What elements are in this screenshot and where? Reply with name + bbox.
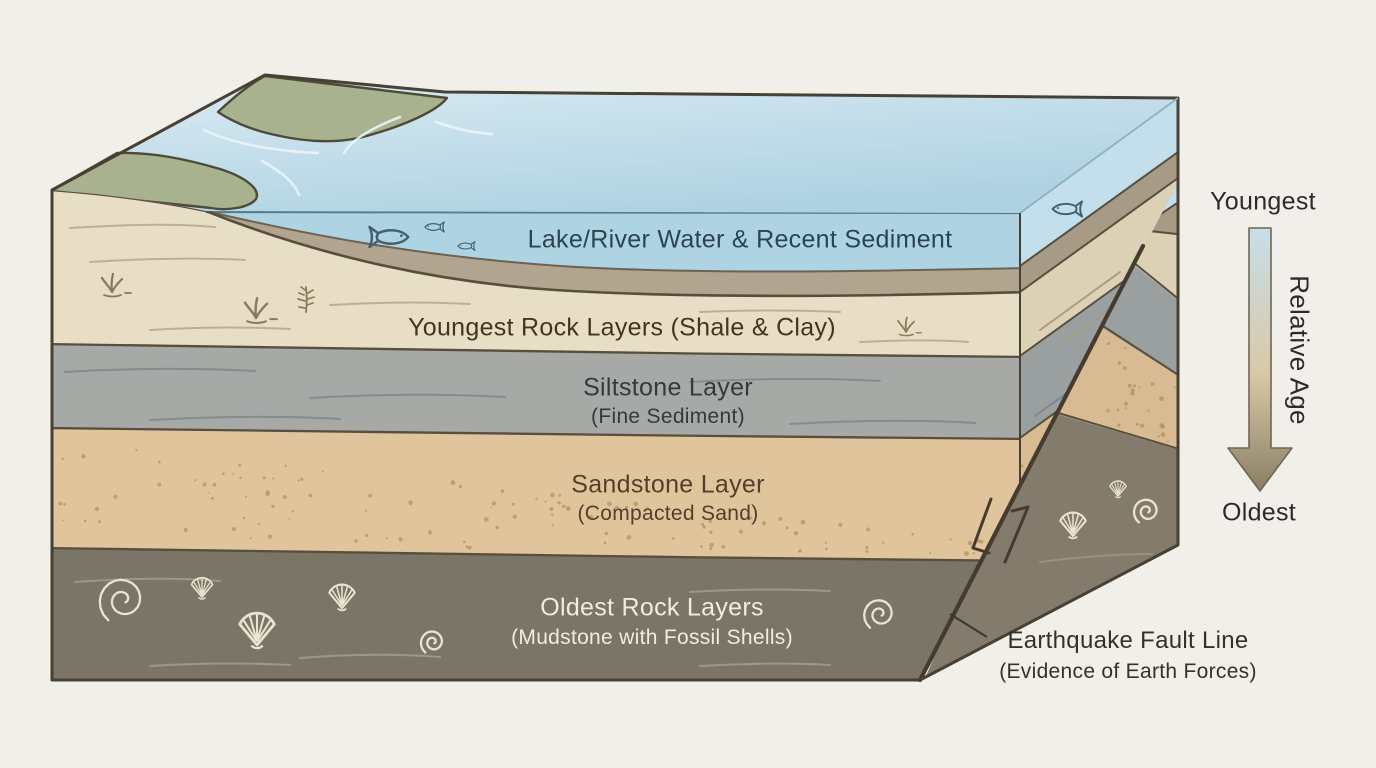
ammonite-shell-icon [98,578,142,622]
sandstone-layer-front [52,428,1030,561]
shale-siltstone-boundary [52,342,1030,359]
terrain-and-sediment-edge [52,190,1030,298]
shale-right-of-fault [1131,232,1178,306]
water-layer-side [1020,98,1178,266]
mudstone-layer-label: Oldest Rock Layers [540,593,764,622]
siltstone-streaks [64,367,976,425]
age-scale-oldest-label: Oldest [1221,498,1297,527]
shale-layer-label: Youngest Rock Layers (Shale & Clay) [408,313,836,342]
ammonite-shell-icons [1132,498,1158,524]
shale-layer-side [1020,178,1178,356]
waterline-edge [205,210,1030,215]
relative-age-arrow-icon [1227,227,1293,492]
block-outline [50,73,1180,682]
siltstone-layer-label: Siltstone Layer [583,373,753,402]
fault-slip-arrow-icon [971,497,1030,564]
land-patch-upper [216,74,449,143]
ammonite-shell-icon [419,630,444,654]
siltstone-sandstone-boundary [52,426,1030,441]
sandstone-mudstone-boundary [52,546,1030,563]
water-layer-front [206,211,1030,272]
mudstone-layer-front [52,548,1030,680]
shale-streaks [69,223,969,343]
water-layer-label: Lake/River Water & Recent Sediment [527,225,953,254]
recent-sediment-side [1020,152,1178,292]
siltstone-layer-front [52,344,1030,439]
siltstone-layer-sublabel: (Fine Sediment) [591,405,745,428]
river-ripple-lines [202,115,494,197]
sandstone-layer-label: Sandstone Layer [571,470,765,499]
fault-label-pointer [949,613,988,638]
water-bottom-edge [205,210,1030,273]
relative-age-axis-label: Relative Age [1284,275,1315,425]
earthquake-fault-line [917,243,1146,683]
fault-sublabel: (Evidence of Earth Forces) [999,660,1257,683]
mudstone-layer-sublabel: (Mudstone with Fossil Shells) [511,626,793,649]
recent-sediment-strip-front [206,211,1030,296]
sandstone-layer-sublabel: (Compacted Sand) [577,502,759,525]
age-scale-youngest-label: Youngest [1210,187,1316,216]
ammonite-shell-icon [863,599,893,629]
ammonite-shell-icons [98,578,893,654]
ammonite-shell-icon [1132,498,1158,524]
fault-label: Earthquake Fault Line [1007,627,1249,654]
sandstone-speckles-fault-block [1106,342,1176,443]
